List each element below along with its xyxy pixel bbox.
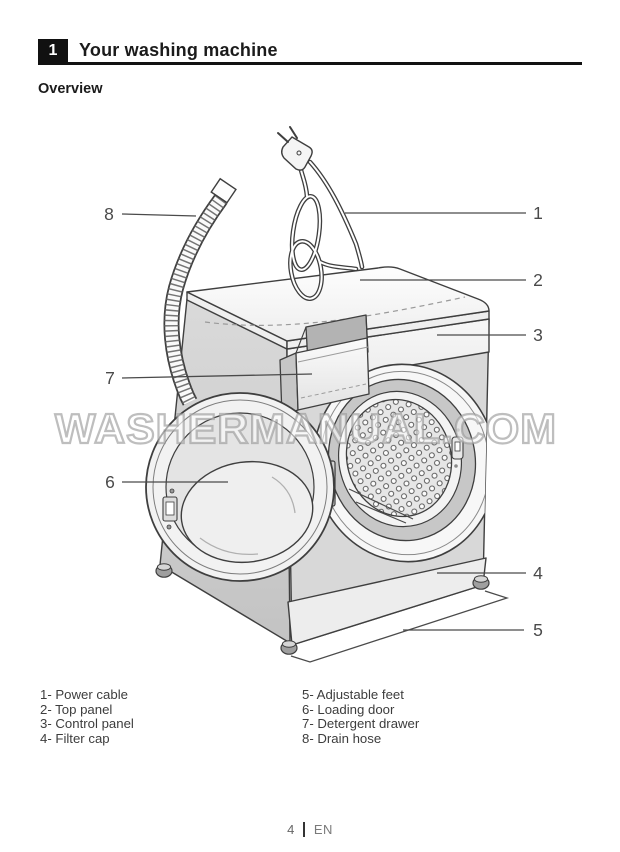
overview-heading: Overview bbox=[38, 81, 103, 97]
adjustable-feet bbox=[155, 563, 490, 655]
section-number: 1 bbox=[48, 42, 58, 59]
callout-number-7: 7 bbox=[105, 368, 115, 388]
top-panel bbox=[186, 266, 490, 342]
page-number: 4 bbox=[287, 822, 295, 837]
legend-item-adjustable-feet: 5- Adjustable feet bbox=[302, 687, 404, 702]
detergent-drawer bbox=[279, 314, 370, 417]
power-cable bbox=[277, 126, 365, 301]
foot-front-right bbox=[472, 575, 490, 590]
callout-number-3: 3 bbox=[533, 325, 543, 345]
footer-divider bbox=[303, 822, 305, 837]
watermark: WASHERMANUAL.COM bbox=[55, 405, 557, 452]
door-latch bbox=[451, 428, 464, 468]
drum-paddle bbox=[348, 488, 414, 524]
glass-highlight bbox=[199, 537, 259, 556]
door-lock bbox=[162, 488, 178, 530]
callout-lines bbox=[121, 212, 526, 631]
drain-hose bbox=[163, 177, 237, 406]
legend-column-left: 1- Power cable 2- Top panel 3- Control p… bbox=[40, 687, 134, 746]
callout-number-1: 1 bbox=[533, 203, 543, 223]
top-panel-seam bbox=[204, 296, 466, 326]
language-code: EN bbox=[313, 822, 333, 837]
legend-column-right: 5- Adjustable feet 6- Loading door 7- De… bbox=[302, 687, 420, 746]
callout-number-5: 5 bbox=[533, 620, 543, 640]
drum-perforations bbox=[345, 398, 453, 518]
drawer-front-line bbox=[297, 346, 369, 363]
header-rule bbox=[38, 62, 582, 65]
callout-number-8: 8 bbox=[104, 204, 114, 224]
legend-item-detergent-drawer: 7- Detergent drawer bbox=[302, 716, 420, 731]
legend-item-drain-hose: 8- Drain hose bbox=[302, 730, 382, 746]
foot-back-left bbox=[155, 563, 173, 578]
legend-item-filter-cap: 4- Filter cap bbox=[40, 730, 110, 746]
callout-number-4: 4 bbox=[533, 563, 543, 583]
glass-highlight-2 bbox=[271, 476, 296, 514]
legend-item-control-panel: 3- Control panel bbox=[40, 716, 134, 731]
power-plug bbox=[277, 126, 313, 171]
door-glass bbox=[180, 460, 314, 564]
callout-number-2: 2 bbox=[533, 270, 543, 290]
legend-item-power-cable: 1- Power cable bbox=[40, 687, 128, 702]
callout-numbers: 8 1 2 3 7 6 4 5 bbox=[104, 203, 543, 640]
loading-door bbox=[145, 392, 335, 582]
callout-number-6: 6 bbox=[105, 472, 115, 492]
foot-front-left bbox=[280, 640, 298, 655]
drum-assembly bbox=[312, 363, 489, 563]
page-footer: 4 EN bbox=[0, 822, 620, 837]
section-title: Your washing machine bbox=[79, 40, 278, 60]
legend-item-top-panel: 2- Top panel bbox=[40, 701, 113, 717]
callout-line-7 bbox=[121, 373, 313, 379]
legend-item-loading-door: 6- Loading door bbox=[302, 701, 395, 717]
drawer-front bbox=[295, 337, 370, 411]
callout-line-8 bbox=[121, 213, 197, 217]
section-number-box: 1 bbox=[38, 39, 68, 63]
